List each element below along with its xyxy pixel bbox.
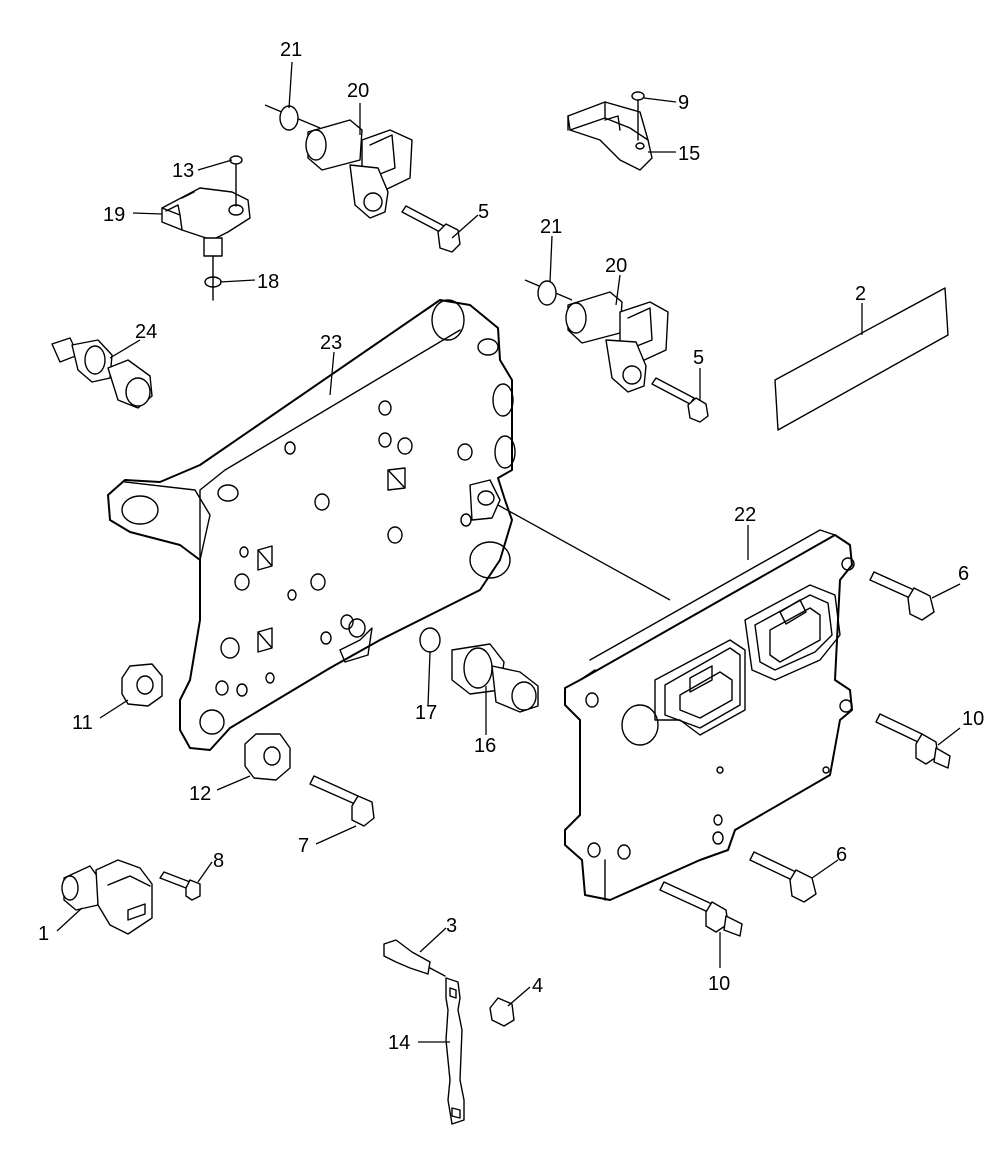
callout-4: 4 bbox=[532, 975, 543, 997]
ecm-module-part bbox=[564, 529, 855, 901]
callout-20-upper: 20 bbox=[347, 80, 369, 102]
callout-14: 14 bbox=[388, 1032, 410, 1054]
callout-10-lower: 10 bbox=[708, 973, 730, 995]
ground-strap-part bbox=[383, 939, 515, 1125]
callout-10-upper: 10 bbox=[962, 708, 984, 730]
callout-23: 23 bbox=[320, 332, 342, 354]
callout-8: 8 bbox=[213, 850, 224, 872]
label-sticker-part bbox=[774, 287, 949, 431]
spacer-12-part bbox=[244, 733, 291, 781]
o-ring-lower-part bbox=[537, 280, 557, 306]
bolt-10-upper-part bbox=[875, 713, 951, 769]
mounting-plate-part bbox=[107, 299, 516, 751]
bolt-10-lower-part bbox=[659, 881, 743, 937]
callout-5-upper: 5 bbox=[478, 201, 489, 223]
callout-1: 1 bbox=[38, 923, 49, 945]
temperature-sensor-part bbox=[51, 337, 153, 409]
cam-sensor-lower-part bbox=[524, 279, 709, 423]
callout-16: 16 bbox=[474, 735, 496, 757]
leader-lines bbox=[56, 61, 961, 1043]
callout-20-lower: 20 bbox=[605, 255, 627, 277]
callout-6-lower: 6 bbox=[836, 844, 847, 866]
cam-sensor-upper-part bbox=[264, 104, 461, 253]
callout-3: 3 bbox=[446, 915, 457, 937]
callout-17: 17 bbox=[415, 702, 437, 724]
callout-15: 15 bbox=[678, 143, 700, 165]
callout-7: 7 bbox=[298, 835, 309, 857]
callout-21-lower: 21 bbox=[540, 216, 562, 238]
callout-18: 18 bbox=[257, 271, 279, 293]
callout-5-lower: 5 bbox=[693, 347, 704, 369]
callout-labels: 21 20 13 19 5 18 9 15 21 20 2 24 23 5 22… bbox=[38, 39, 984, 1054]
o-ring-upper-part bbox=[279, 105, 299, 131]
callout-19: 19 bbox=[103, 204, 125, 226]
speed-sensor-part bbox=[61, 859, 201, 935]
callout-24: 24 bbox=[135, 321, 157, 343]
bolt-7-part bbox=[309, 775, 375, 827]
position-sensor-part bbox=[567, 91, 653, 171]
bolt-6-lower-part bbox=[749, 851, 817, 903]
callout-21-upper: 21 bbox=[280, 39, 302, 61]
callout-11: 11 bbox=[72, 712, 93, 734]
callout-6-upper: 6 bbox=[958, 563, 969, 585]
assembly-guide-line bbox=[497, 504, 671, 601]
bolt-6-upper-part bbox=[869, 571, 935, 621]
callout-9: 9 bbox=[678, 92, 689, 114]
callout-22: 22 bbox=[734, 504, 756, 526]
spacer-11-part bbox=[121, 663, 163, 707]
callout-2: 2 bbox=[855, 283, 866, 305]
pressure-sensor-part bbox=[161, 155, 251, 301]
callout-13: 13 bbox=[172, 160, 194, 182]
sensor-16-part bbox=[419, 627, 539, 713]
callout-12: 12 bbox=[189, 783, 211, 805]
